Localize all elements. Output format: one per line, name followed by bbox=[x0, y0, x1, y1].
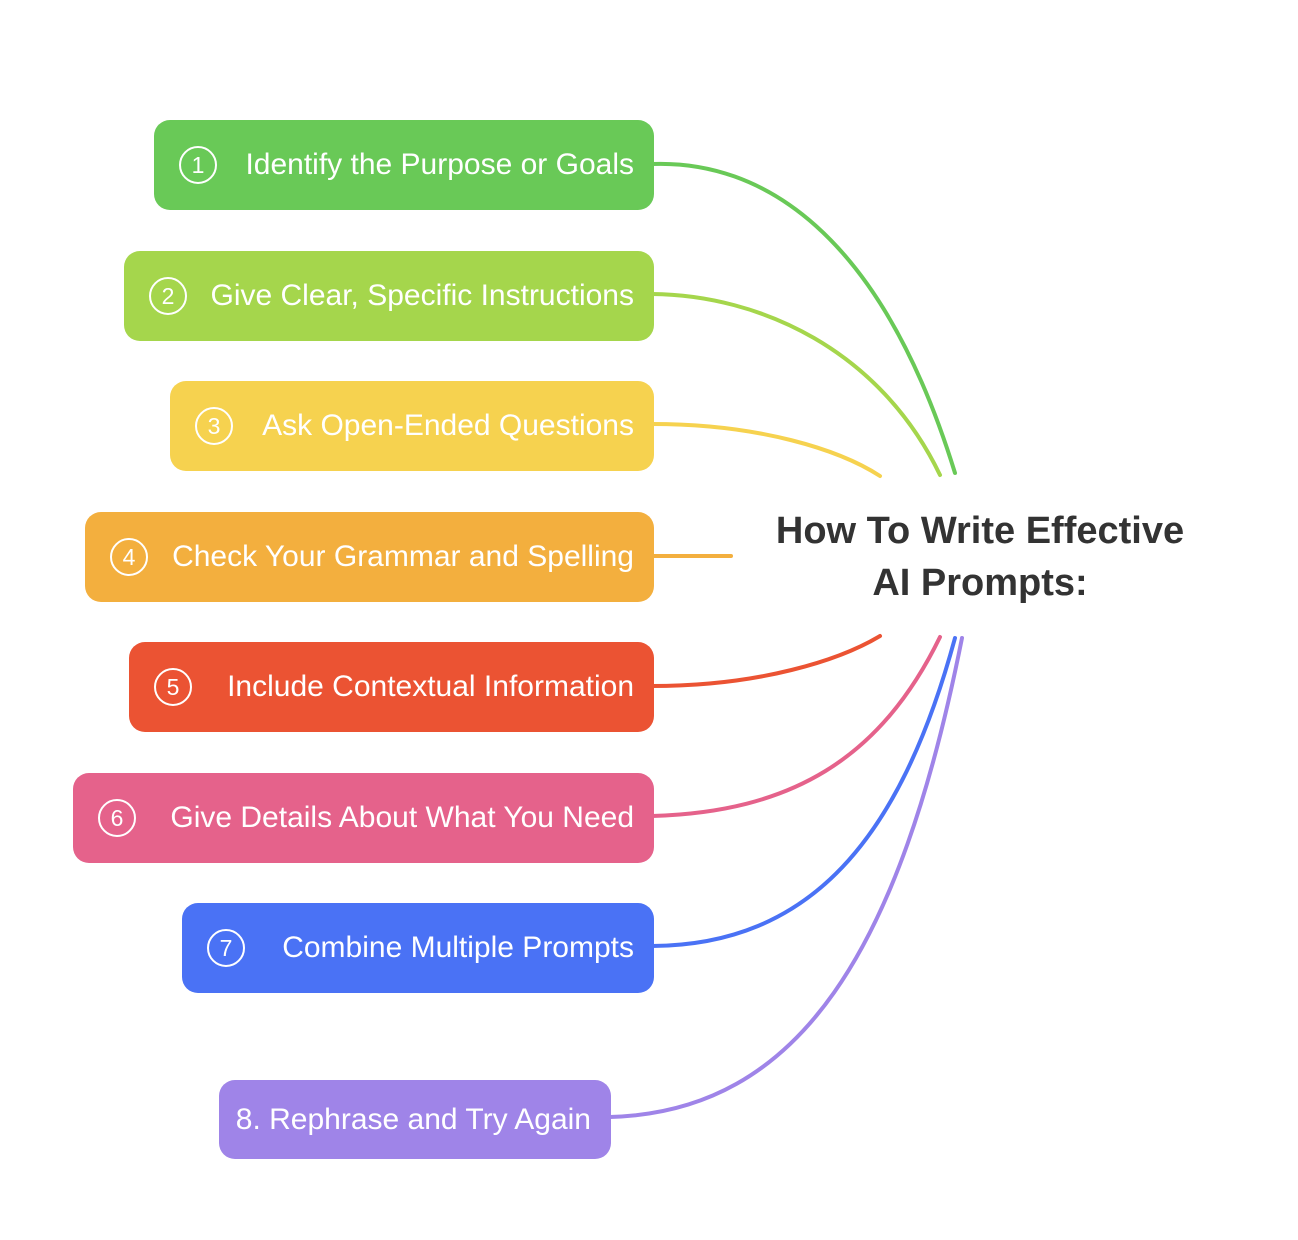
branch-label-7: Combine Multiple Prompts bbox=[282, 931, 634, 964]
number-badge-7: 7 bbox=[207, 929, 245, 967]
central-topic-line1: How To Write Effective bbox=[775, 510, 1185, 552]
branch-label-2: Give Clear, Specific Instructions bbox=[210, 279, 634, 312]
connector-2 bbox=[650, 292, 942, 477]
connector-8 bbox=[608, 636, 964, 1119]
branch-7[interactable]: 7 Combine Multiple Prompts bbox=[182, 903, 654, 993]
branch-8[interactable]: 8. Rephrase and Try Again bbox=[219, 1080, 611, 1159]
branch-label-3: Ask Open-Ended Questions bbox=[262, 409, 634, 442]
branch-label-5: Include Contextual Information bbox=[227, 670, 634, 703]
branch-6[interactable]: 6 Give Details About What You Need bbox=[73, 773, 654, 863]
connector-6 bbox=[650, 635, 942, 818]
connector-7 bbox=[650, 636, 957, 948]
branch-1[interactable]: 1 Identify the Purpose or Goals bbox=[154, 120, 654, 210]
branch-4[interactable]: 4 Check Your Grammar and Spelling bbox=[85, 512, 654, 602]
branch-5[interactable]: 5 Include Contextual Information bbox=[129, 642, 654, 732]
branch-label-8: 8. Rephrase and Try Again bbox=[235, 1102, 591, 1136]
branch-2[interactable]: 2 Give Clear, Specific Instructions bbox=[124, 251, 654, 341]
branch-3[interactable]: 3 Ask Open-Ended Questions bbox=[170, 381, 654, 471]
central-topic-line2: AI Prompts: bbox=[872, 562, 1088, 604]
connector-5 bbox=[650, 634, 882, 688]
branch-label-1: Identify the Purpose or Goals bbox=[245, 148, 634, 181]
central-topic[interactable]: How To Write Effective AI Prompts: bbox=[740, 505, 1220, 609]
number-badge-6: 6 bbox=[98, 799, 136, 837]
number-badge-5: 5 bbox=[154, 668, 192, 706]
number-badge-4: 4 bbox=[110, 538, 148, 576]
number-badge-3: 3 bbox=[195, 407, 233, 445]
connector-3 bbox=[650, 422, 882, 478]
connector-1 bbox=[650, 161, 957, 475]
number-badge-1: 1 bbox=[179, 146, 217, 184]
branch-label-6: Give Details About What You Need bbox=[170, 801, 634, 834]
number-badge-2: 2 bbox=[149, 277, 187, 315]
branch-label-4: Check Your Grammar and Spelling bbox=[172, 540, 634, 573]
